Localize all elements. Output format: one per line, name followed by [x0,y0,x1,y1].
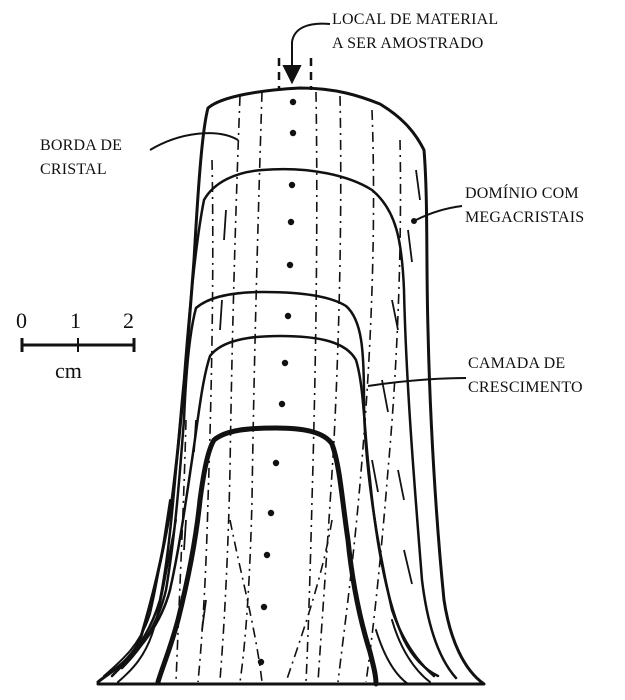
sample-point [268,510,274,516]
scale-bar: 0 1 2 cm [16,308,134,383]
stalagmite [98,88,484,684]
label-sample-site-line2: A SER AMOSTRADO [332,35,483,52]
sample-point [261,604,267,610]
label-growth-layer-line1: CAMADA DE [468,355,565,372]
leader-megacrystal-domain [416,206,462,220]
outer-outline [98,88,484,684]
sample-point [282,360,288,366]
sample-point [288,219,294,225]
label-megacrystal-domain-line1: DOMÍNIO COM [465,183,579,202]
texture-tick [184,520,186,550]
texture-tick [416,170,420,200]
texture-tick [194,420,196,452]
texture-tick [392,300,398,330]
sample-point [290,130,296,136]
label-sample-site: LOCAL DE MATERIAL A SER AMOSTRADO [332,11,498,52]
label-crystal-edge-line2: CRISTAL [40,161,107,178]
scale-tick-2: 2 [123,308,134,333]
texture-tick [220,300,222,330]
sample-point [258,659,264,665]
megacrystal-marker [411,218,417,224]
crystal-boundary-4 [318,96,341,682]
scale-unit: cm [55,358,82,383]
label-megacrystal-domain-line2: MEGACRISTAIS [465,209,584,226]
label-growth-layer: CAMADA DE CRESCIMENTO [468,355,583,396]
crystal-boundary-6 [366,140,401,682]
crystal-boundary-1 [220,96,240,680]
texture-tick [404,550,412,584]
texture-tick [224,210,226,240]
texture-tick [408,230,412,262]
texture-tick [398,470,404,500]
sample-point [273,460,279,466]
crystal-boundary-2 [240,92,262,682]
scale-tick-0: 0 [16,308,27,333]
sample-point [264,552,270,558]
leader-crystal-edge [150,133,238,150]
crystal-texture-ticks [184,170,420,630]
sampling-points [258,99,296,665]
sample-point [287,262,293,268]
scale-tick-1: 1 [70,308,81,333]
arrowhead-sample-site [284,66,300,82]
label-sample-site-line1: LOCAL DE MATERIAL [332,11,498,28]
label-crystal-edge-line1: BORDA DE [40,137,122,154]
sample-point [279,401,285,407]
label-megacrystal-domain: DOMÍNIO COM MEGACRISTAIS [465,183,584,226]
sample-point [289,182,295,188]
crystal-boundary-9 [230,520,262,682]
sample-point [285,313,291,319]
texture-tick [382,380,388,412]
label-growth-layer-line2: CRESCIMENTO [468,379,583,396]
label-crystal-edge: BORDA DE CRISTAL [40,137,122,178]
texture-tick [372,460,378,492]
crystal-boundaries [176,92,401,682]
growth-layer-2 [122,292,434,676]
sample-point [290,99,296,105]
